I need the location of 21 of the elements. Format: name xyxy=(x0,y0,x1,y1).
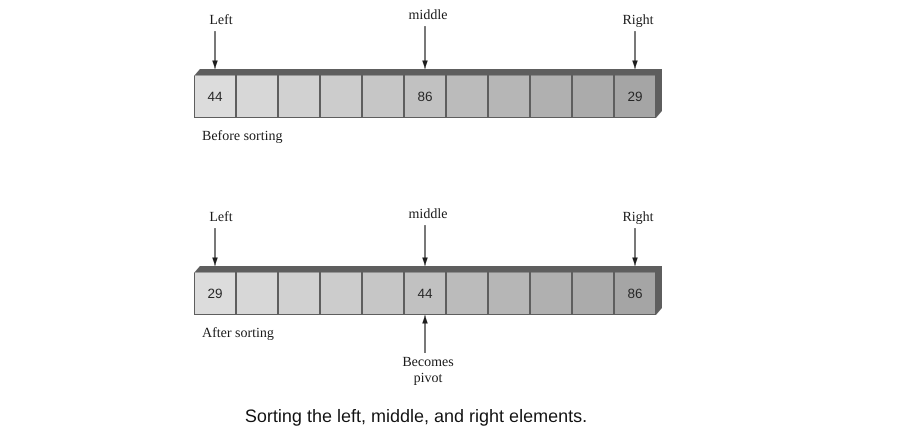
figure-caption: Sorting the left, middle, and right elements. xyxy=(244,406,588,428)
arrow xyxy=(422,26,428,68)
array-caption: After sorting xyxy=(202,326,274,342)
arrow xyxy=(212,228,218,266)
pointer-label: middle xyxy=(408,8,448,24)
pointer-label: Right xyxy=(622,210,654,226)
annotation-label: Becomes pivot xyxy=(396,355,460,388)
array-block xyxy=(194,69,662,118)
array-block xyxy=(194,266,662,315)
arrow xyxy=(632,31,638,68)
array-cell: 44 xyxy=(194,69,236,118)
arrow xyxy=(422,316,428,353)
pointer-label: middle xyxy=(408,207,448,224)
array-caption: Before sorting xyxy=(202,129,282,146)
pointer-label: Right xyxy=(622,13,654,30)
pointer-label: Left xyxy=(209,210,233,226)
pointer-label: Left xyxy=(209,13,233,30)
arrow xyxy=(422,225,428,266)
arrow xyxy=(212,31,218,68)
arrow xyxy=(632,228,638,266)
array-cell: 29 xyxy=(194,266,236,315)
